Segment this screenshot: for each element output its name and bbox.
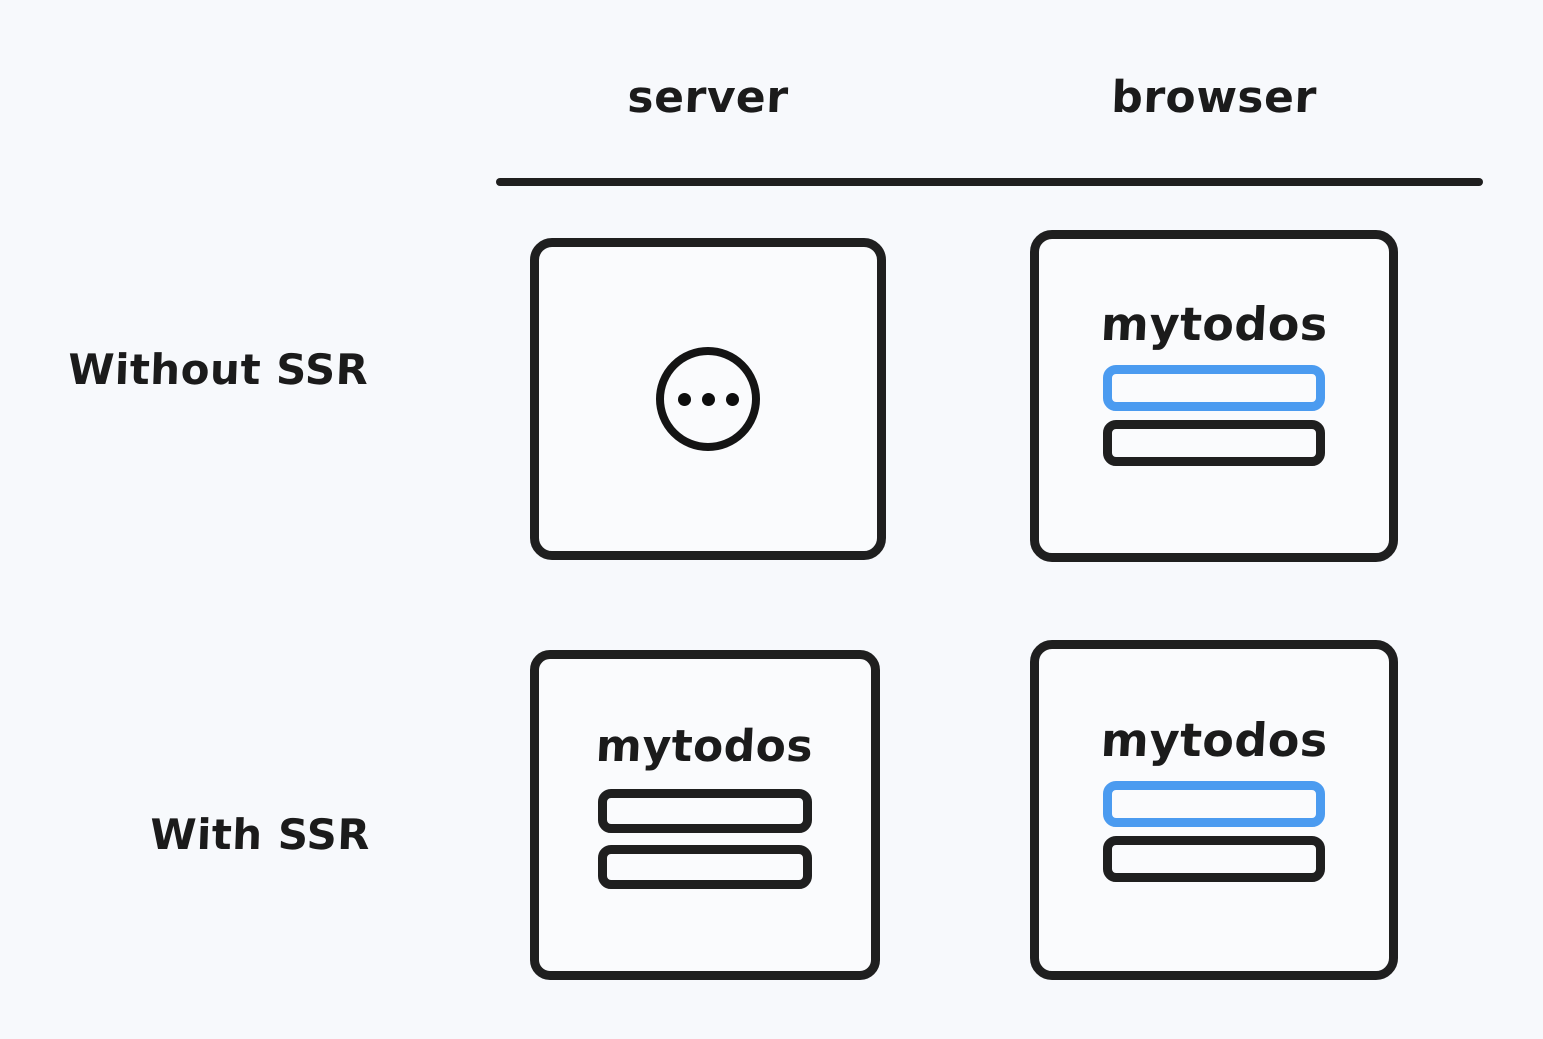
card-browser-with-ssr: mytodos (1030, 640, 1398, 980)
loading-ellipsis-circle-icon (656, 347, 760, 451)
todo-item-bar[interactable] (1103, 420, 1325, 466)
column-header-browser: browser (1110, 72, 1318, 123)
todo-list (598, 789, 812, 889)
app-title: mytodos (595, 721, 815, 772)
todo-item-bar[interactable] (598, 845, 812, 889)
row-label-without-ssr: Without SSR (67, 345, 370, 394)
card-content: mytodos (539, 659, 871, 971)
todo-item-bar-accent[interactable] (1103, 365, 1325, 411)
todo-item-bar[interactable] (598, 789, 812, 833)
loading-dot (725, 392, 739, 406)
loading-dot (677, 392, 691, 406)
loading-dot (701, 392, 715, 406)
app-title: mytodos (1099, 713, 1329, 767)
card-content: mytodos (1039, 239, 1389, 553)
column-header-server: server (626, 72, 790, 123)
todo-list (1103, 781, 1325, 882)
card-content (539, 247, 877, 551)
header-divider (496, 178, 1483, 186)
card-browser-without-ssr: mytodos (1030, 230, 1398, 562)
card-server-with-ssr: mytodos (530, 650, 880, 980)
card-server-without-ssr (530, 238, 886, 560)
todo-item-bar[interactable] (1103, 836, 1325, 882)
app-title: mytodos (1099, 297, 1329, 351)
todo-list (1103, 365, 1325, 466)
row-label-with-ssr: With SSR (149, 810, 372, 859)
todo-item-bar-accent[interactable] (1103, 781, 1325, 827)
card-content: mytodos (1039, 649, 1389, 971)
